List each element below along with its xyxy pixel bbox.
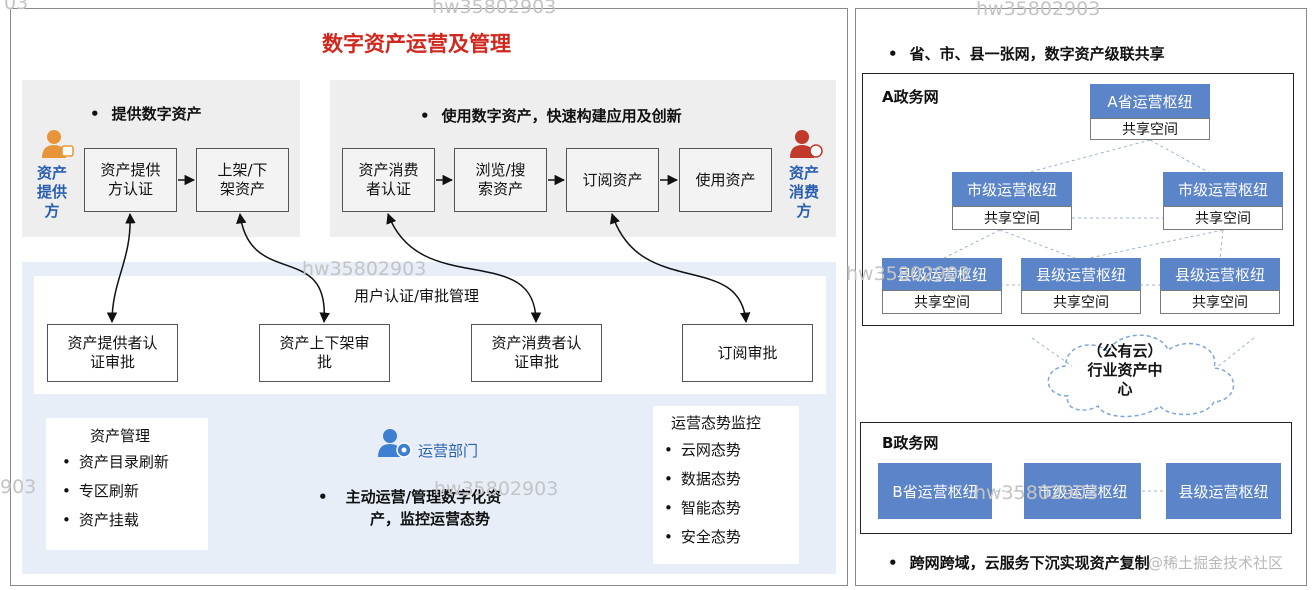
provider-auth-box: 资产提供方认证: [84, 148, 177, 212]
subscribe-box: 订阅资产: [566, 148, 659, 212]
public-cloud-shape: [1031, 334, 1255, 418]
list-item: 安全态势: [664, 523, 741, 552]
ops-dept-label: 运营部门: [418, 442, 479, 460]
b-net-links: [990, 490, 1166, 492]
list-item: 智能态势: [664, 494, 741, 523]
watermark: hw35802903: [976, 0, 1101, 20]
side-top-bullet: 省、市、县一张网，数字资产级联共享: [888, 43, 1165, 64]
provider-bullet: 提供数字资产: [90, 103, 202, 124]
watermark: hw35802903: [432, 0, 557, 18]
main-title: 数字资产运营及管理: [322, 32, 511, 56]
a-city-hub-2: 市级运营枢纽: [1163, 172, 1283, 206]
browse-box: 浏览/搜索资产: [454, 148, 547, 212]
list-item: 云网态势: [664, 436, 741, 465]
link-subscribe-approval: [609, 213, 751, 324]
provider-approval-box: 资产提供者认证审批: [47, 324, 178, 382]
a-county-share-1: 共享空间: [882, 290, 1002, 314]
watermark: hw35802903: [434, 478, 559, 500]
a-county-hub-1: 县级运营枢纽: [882, 258, 1002, 290]
consumer-role-label: 资产消费方: [788, 164, 819, 220]
list-item: 专区刷新: [62, 477, 169, 506]
provider-person-icon: [40, 128, 76, 160]
list-item: 数据态势: [664, 465, 741, 494]
a-city-hub-1: 市级运营枢纽: [952, 172, 1072, 206]
ops-bullet: •主动运营/管理数字化资 产，监控运营态势: [318, 488, 502, 528]
b-net-title: B政务网: [882, 434, 939, 452]
ops-dept-icon: [378, 428, 412, 458]
public-cloud-label: （公有云）行业资产中心: [1087, 342, 1163, 398]
b-province-hub: B省运营枢纽: [878, 463, 992, 519]
a-province-hub: A省运营枢纽: [1090, 84, 1210, 118]
list-item: 资产目录刷新: [62, 448, 169, 477]
link-consumer-auth-approval: [386, 213, 542, 324]
consumer-approval-box: 资产消费者认证审批: [471, 324, 602, 382]
watermark: 903: [0, 476, 37, 498]
link-provider-auth-approval: [106, 212, 136, 324]
listing-approval-box: 资产上下架审批: [259, 324, 390, 382]
use-asset-box: 使用资产: [679, 148, 772, 212]
consumer-person-icon: [788, 128, 824, 160]
a-city-share-2: 共享空间: [1163, 206, 1283, 230]
provider-role-label: 资产提供方: [36, 164, 67, 220]
a-province-share: 共享空间: [1090, 118, 1210, 140]
list-item: 资产挂载: [62, 506, 169, 535]
b-city-hub: 市级运营枢纽: [1024, 463, 1141, 519]
subscription-approval-box: 订阅审批: [682, 324, 813, 382]
a-county-share-2: 共享空间: [1021, 290, 1141, 314]
b-county-hub: 县级运营枢纽: [1166, 463, 1281, 519]
watermark: hw35802903: [302, 258, 427, 280]
listing-box: 上架/下架资产: [196, 148, 289, 212]
a-county-hub-2: 县级运营枢纽: [1021, 258, 1141, 290]
monitor-list: 云网态势 数据态势 智能态势 安全态势: [664, 436, 741, 552]
watermark: hw35802903: [846, 263, 971, 285]
asset-mgmt-list: 资产目录刷新 专区刷新 资产挂载: [62, 448, 169, 535]
main-connectors: [106, 174, 751, 324]
consumer-bullet: 使用数字资产，快速构建应用及创新: [420, 105, 682, 126]
consumer-auth-box: 资产消费者认证: [342, 148, 435, 212]
watermark: hw35802903: [974, 482, 1099, 504]
a-net-frame: [862, 73, 1294, 326]
watermark: 03: [4, 0, 29, 14]
footer-watermark: @稀土掘金技术社区: [1148, 554, 1284, 572]
a-net-title: A政务网: [882, 88, 939, 106]
link-listing-approval: [236, 212, 330, 324]
monitor-title: 运营态势监控: [671, 414, 762, 432]
asset-mgmt-title: 资产管理: [90, 427, 151, 445]
a-county-share-3: 共享空间: [1160, 290, 1280, 314]
a-net-links: [939, 139, 1224, 286]
side-bottom-bullet: 跨网跨域，云服务下沉实现资产复制: [888, 552, 1150, 573]
b-net-frame: [860, 422, 1292, 534]
a-city-share-1: 共享空间: [952, 206, 1072, 230]
a-county-hub-3: 县级运营枢纽: [1160, 258, 1280, 290]
